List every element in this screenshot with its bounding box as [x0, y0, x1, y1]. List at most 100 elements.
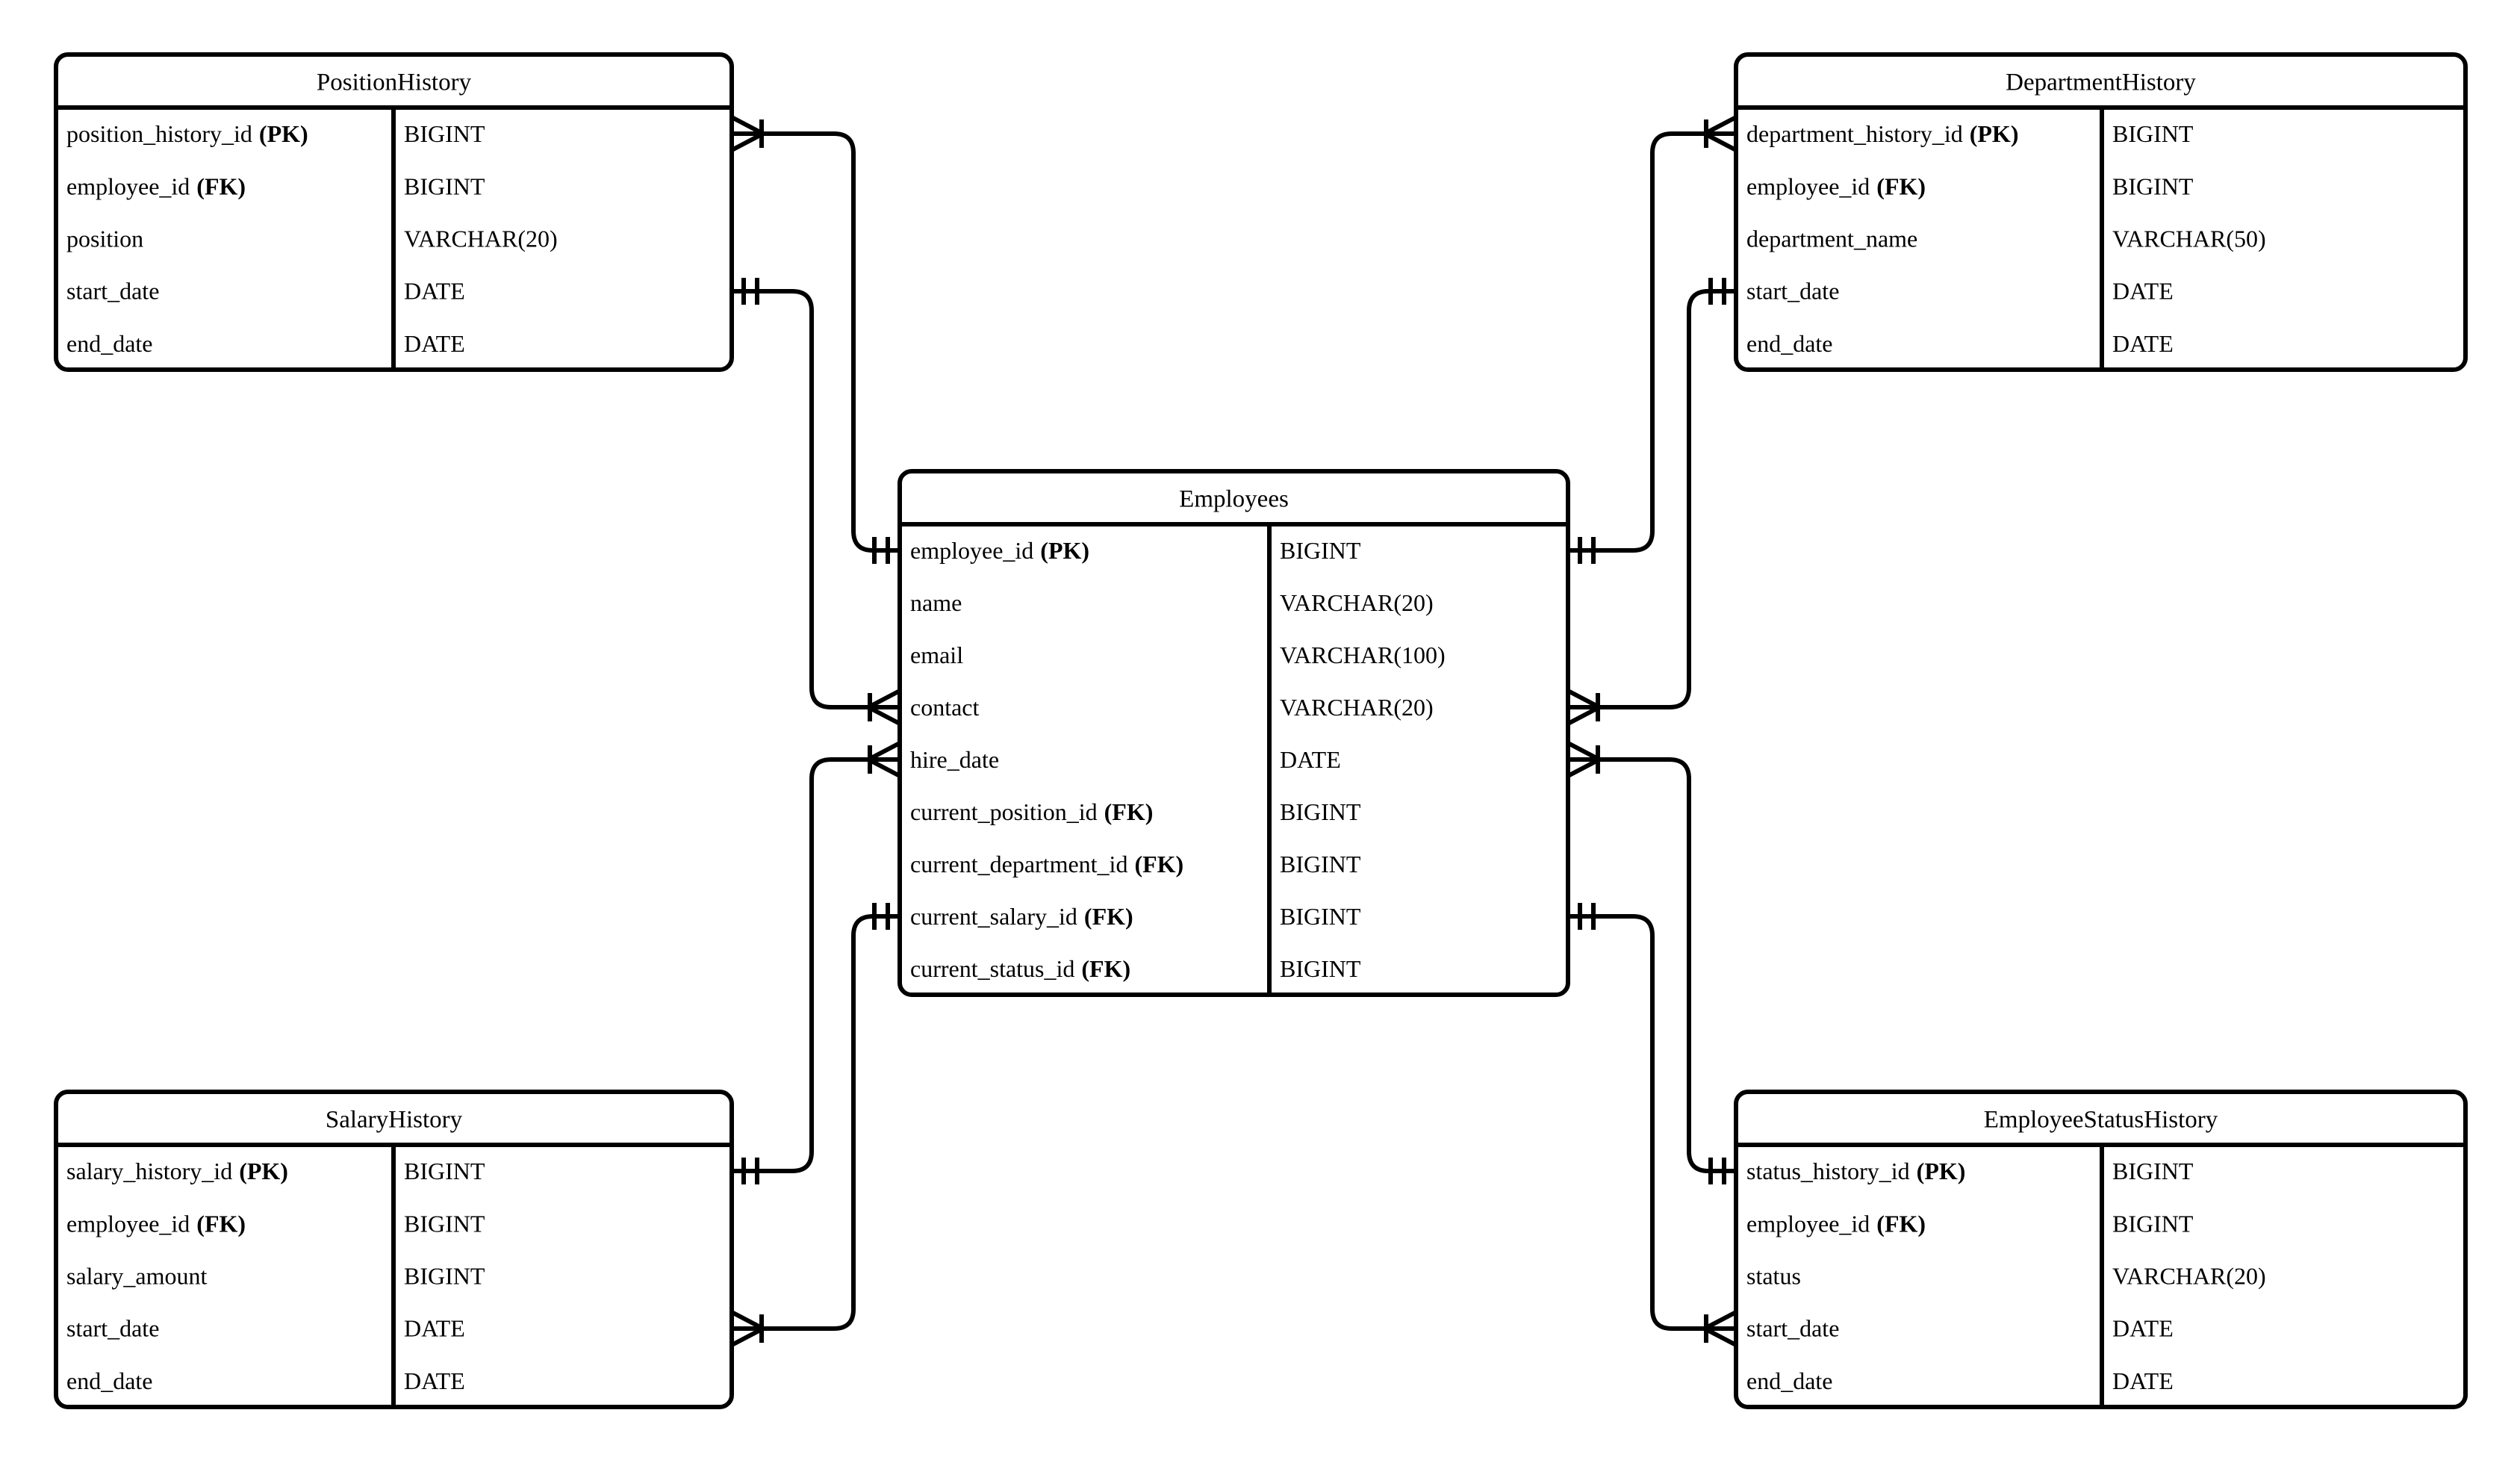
field-name: hire_date	[910, 746, 999, 773]
table-box	[897, 469, 1570, 997]
field-name: status	[1746, 1263, 1801, 1290]
field-name: name	[910, 589, 962, 616]
relationship-employeestatushistory-employees-7	[1568, 903, 1737, 1347]
field-name-text: employee_id	[66, 1210, 190, 1237]
cardinality-many-marker	[867, 741, 901, 778]
connector-line	[732, 914, 900, 1331]
field-name-text: position	[66, 226, 143, 252]
field-type: DATE	[404, 1367, 465, 1394]
connector-line	[732, 131, 900, 553]
field-name: start_date	[66, 1315, 159, 1342]
cardinality-many-marker	[867, 689, 901, 726]
field-name-text: end_date	[1746, 1367, 1833, 1394]
field-name: end_date	[66, 330, 153, 357]
field-type: BIGINT	[2112, 1210, 2194, 1237]
field-name: status_history_id (PK)	[1746, 1158, 1965, 1184]
field-name: end_date	[1746, 1367, 1833, 1394]
field-name-text: status	[1746, 1263, 1801, 1290]
field-key-label: (PK)	[259, 120, 308, 147]
field-name-text: end_date	[66, 1367, 153, 1394]
field-key-label: (PK)	[1970, 120, 2019, 147]
field-name-text: status_history_id	[1746, 1158, 1910, 1184]
field-name-text: start_date	[66, 278, 159, 305]
field-key-label: (FK)	[1134, 851, 1183, 878]
cardinality-one-marker	[1578, 537, 1596, 564]
relationship-positionhistory-employees-1	[732, 278, 901, 726]
field-type: DATE	[2112, 330, 2174, 357]
field-name: department_history_id(PK)	[1746, 120, 2018, 147]
cardinality-many-marker	[730, 1310, 765, 1347]
field-name: salary_history_id(PK)	[66, 1158, 288, 1184]
field-type: BIGINT	[1280, 903, 1361, 930]
field-type: DATE	[404, 1315, 465, 1342]
connector-line	[1568, 131, 1736, 553]
field-key-label: (FK)	[1084, 903, 1133, 930]
field-name: employee_id(PK)	[910, 537, 1089, 564]
cardinality-many-marker	[1703, 1310, 1737, 1347]
field-type: BIGINT	[1280, 955, 1361, 982]
field-name: end_date	[66, 1367, 153, 1394]
connector-line	[732, 289, 900, 709]
field-type: BIGINT	[404, 173, 485, 199]
field-type: BIGINT	[2112, 120, 2194, 147]
field-name-text: current_salary_id	[910, 903, 1077, 930]
relationship-departmenthistory-employees-4	[1568, 115, 1737, 564]
field-key-label: (FK)	[1081, 955, 1130, 982]
field-name: current_position_id(FK)	[910, 798, 1153, 825]
cardinality-one-marker	[1578, 903, 1596, 930]
table-employee-status-history: EmployeeStatusHistorystatus_history_id(P…	[1734, 1090, 2468, 1409]
table-department-history: DepartmentHistorydepartment_history_id(P…	[1734, 52, 2468, 372]
connector-line	[1568, 289, 1736, 709]
field-name-text: end_date	[66, 330, 153, 357]
cardinality-many-marker	[1567, 741, 1601, 778]
cardinality-many-marker	[1567, 689, 1601, 726]
field-name-text: employee_id	[1746, 173, 1870, 199]
field-key-label: (FK)	[196, 1210, 246, 1237]
field-type: BIGINT	[2112, 173, 2194, 199]
cardinality-one-marker	[1708, 278, 1726, 305]
field-name-text: end_date	[1746, 330, 1833, 357]
field-type: DATE	[404, 278, 465, 305]
field-name-text: current_department_id	[910, 851, 1127, 878]
field-name: start_date	[66, 278, 159, 305]
relationship-employeestatushistory-employees-6	[1567, 741, 1736, 1184]
field-key-label: (PK)	[1917, 1158, 1966, 1184]
field-name: employee_id(FK)	[1746, 173, 1926, 199]
field-name-text: start_date	[66, 1315, 159, 1342]
relationship-positionhistory-employees-0	[730, 115, 900, 564]
field-name-text: department_name	[1746, 226, 1917, 252]
field-name-text: current_status_id	[910, 955, 1074, 982]
field-name-text: contact	[910, 694, 980, 721]
field-type: BIGINT	[1280, 851, 1361, 878]
field-name-text: employee_id	[66, 173, 190, 199]
field-name: current_status_id (FK)	[910, 955, 1130, 982]
cardinality-one-marker	[872, 903, 890, 930]
field-type: DATE	[2112, 278, 2174, 305]
relationship-departmenthistory-employees-5	[1567, 278, 1736, 726]
field-name: email	[910, 642, 963, 668]
field-type: BIGINT	[404, 1263, 485, 1290]
cardinality-one-marker	[872, 537, 890, 564]
cardinality-many-marker	[1703, 115, 1737, 152]
field-name: employee_id(FK)	[66, 1210, 246, 1237]
field-key-label: (FK)	[1876, 173, 1926, 199]
table-title: SalaryHistory	[326, 1107, 463, 1134]
table-title: Employees	[1179, 486, 1289, 513]
field-type: VARCHAR(100)	[1280, 642, 1446, 668]
relationship-salaryhistory-employees-2	[732, 741, 901, 1184]
field-name: start_date	[1746, 278, 1839, 305]
field-name: position	[66, 226, 143, 252]
field-type: BIGINT	[1280, 798, 1361, 825]
field-type: BIGINT	[404, 1210, 485, 1237]
connector-line	[1568, 757, 1736, 1173]
field-type: BIGINT	[1280, 537, 1361, 564]
field-key-label: (FK)	[196, 173, 246, 199]
connector-line	[1568, 914, 1736, 1331]
cardinality-one-marker	[1708, 1158, 1726, 1184]
field-type: DATE	[2112, 1367, 2174, 1394]
field-type: VARCHAR(20)	[404, 226, 558, 252]
field-type: DATE	[404, 330, 465, 357]
field-name: employee_id(FK)	[66, 173, 246, 199]
field-name: employee_id(FK)	[1746, 1210, 1926, 1237]
field-name-text: employee_id	[1746, 1210, 1870, 1237]
